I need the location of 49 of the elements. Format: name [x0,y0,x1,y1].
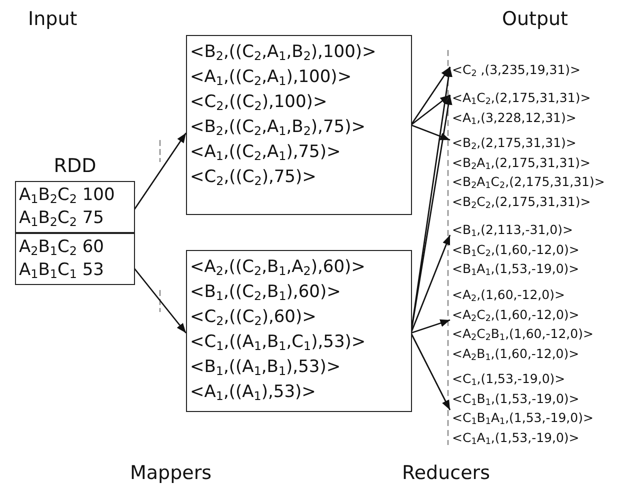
entry-text: <B$_{1}$A$_{1}$,(1,53,-19,0)> [452,260,580,278]
entry-text: <A$_{1}$C$_{2}$,(2,175,31,31)> [452,89,591,108]
entry-text: <B$_{2}$,(2,175,31,31)> [452,134,578,152]
entry-text: <C$_{1}$B$_{1}$,(1,53,-19,0)> [452,390,580,408]
entry-text: <C$_{1}$B$_{1}$A$_{1}$,(1,53,-19,0)> [452,409,594,428]
entry-text: <A$_{2}$,((C$_{2}$,B$_{1}$,A$_{2}$),60)> [190,256,366,280]
entry-text: <A$_{1}$,((C$_{2}$,A$_{1}$),100)> [190,66,353,90]
entry-text: <B$_{1}$,(2,113,-31,0)> [452,221,574,240]
entry-text: A$_{1}$B$_{2}$C$_{2}$ 75 [19,207,105,230]
entry-text: A$_{1}$B$_{2}$C$_{2}$ 100 [19,184,116,207]
entry-text: <C$_{2}$,((C$_{2}$),75)> [190,166,318,190]
rdd-title: RDD [52,155,98,177]
section-heading: Input [28,8,78,30]
entry-text: <B$_{2}$A$_{1}$,(2,175,31,31)> [452,154,592,172]
entry-text: <C$_{1}$,((A$_{1}$,B$_{1}$,C$_{1}$),53)> [190,331,367,355]
entry-text: A$_{2}$B$_{1}$C$_{2}$ 60 [19,236,105,259]
entry-text: <C$_{2}$ ,(3,235,19,31)> [452,61,580,80]
entry-text: <A$_{1}$,((A$_{1}$),53)> [190,381,317,405]
entry-text: <A$_{2}$,(1,60,-12,0)> [452,286,566,304]
entry-text: <C$_{1}$,(1,53,-19,0)> [452,370,566,388]
entry-text: <B$_{1}$,((C$_{2}$,B$_{1}$),60)> [190,281,342,305]
arrow [410,319,450,334]
arrow [410,94,450,126]
mapper-box [186,250,412,412]
arrow [410,66,451,126]
entry-text: <A$_{2}$C$_{2}$B$_{1}$,(1,60,-12,0)> [452,325,594,344]
entry-text: <A$_{1}$,(3,228,12,31)> [452,108,578,127]
arrow [410,332,451,410]
entry-text: <C$_{2}$,((C$_{2}$),100)> [190,91,328,115]
entry-text: <B$_{1}$C$_{2}$,(1,60,-12,0)> [452,240,580,259]
entry-text: <B$_{2}$,((C$_{2}$,A$_{1}$,B$_{2}$),75)> [190,116,366,140]
entry-text: <B$_{2}$A$_{1}$C$_{2}$,(2,175,31,31)> [452,173,605,192]
entry-text: <B$_{2}$,((C$_{2}$,A$_{1}$,B$_{2}$),100)> [190,41,378,65]
arrow [133,132,187,210]
entry-text: <B$_{2}$C$_{2}$,(2,175,31,31)> [452,192,592,211]
arrow [410,124,450,141]
section-heading: Reducers [402,462,490,484]
entry-text: <A$_{1}$,((C$_{2}$,A$_{1}$),75)> [190,141,342,165]
rdd-box [15,181,135,285]
entry-text: <C$_{1}$A$_{1}$,(1,53,-19,0)> [452,428,580,447]
entry-text: <B$_{1}$,((A$_{1}$,B$_{1}$),53)> [190,356,342,380]
entry-text: <A$_{2}$C$_{2}$,(1,60,-12,0)> [452,306,580,324]
entry-text: <A$_{2}$B$_{1}$,(1,60,-12,0)> [452,344,580,363]
section-heading: Mappers [130,462,212,484]
entry-text: <C$_{2}$,((C$_{2}$),60)> [190,306,318,330]
arrow [133,268,187,334]
section-heading: Output [502,8,568,30]
mapper-box [186,35,412,215]
entry-text: A$_{1}$B$_{1}$C$_{1}$ 53 [19,259,105,282]
